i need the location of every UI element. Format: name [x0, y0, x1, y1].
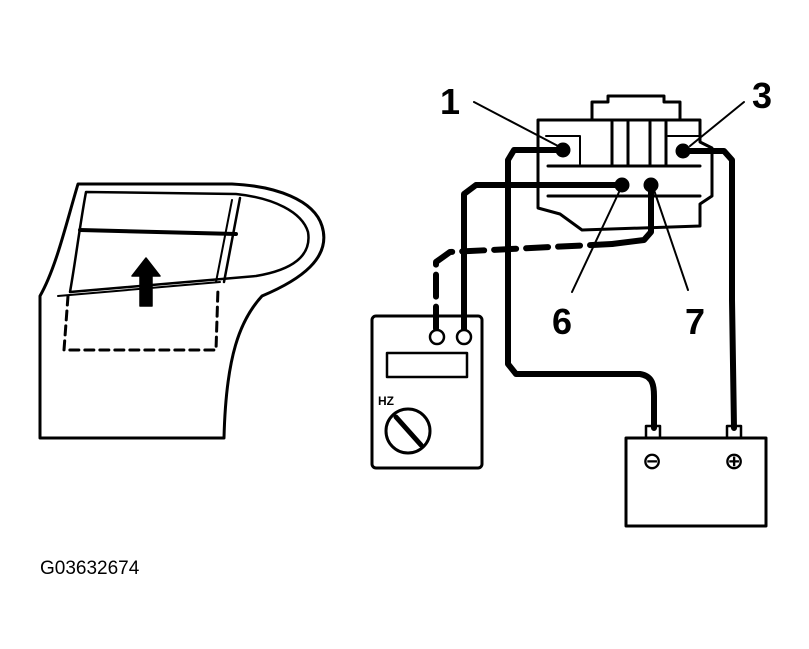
leader-3 — [689, 101, 745, 147]
meter-probe-jack-left — [428, 328, 446, 346]
rear-door — [38, 182, 326, 440]
battery-positive-post — [725, 424, 743, 440]
battery-negative-post — [644, 424, 662, 440]
leader-6 — [571, 189, 621, 293]
label-terminal-7: 7 — [685, 301, 705, 342]
wires — [433, 147, 737, 431]
wire-terminal-6-to-meter — [461, 182, 625, 333]
frequency-meter: HZ — [370, 314, 484, 470]
wire-terminal-1-to-battery-negative — [505, 147, 657, 431]
power-window-switch — [536, 94, 714, 232]
window-frame-inner — [68, 190, 310, 294]
meter-body — [370, 314, 484, 470]
switch-top-tab — [590, 94, 682, 122]
window-glass-top-edge — [78, 228, 238, 236]
window-glass-bottom-edge — [57, 281, 221, 297]
battery: ⊖ ⊕ — [624, 424, 768, 528]
meter-display — [385, 351, 469, 379]
battery-positive-symbol: ⊕ — [724, 448, 744, 475]
window-pillar — [222, 196, 242, 284]
door-outline — [38, 182, 326, 440]
leader-1 — [473, 101, 559, 147]
battery-negative-symbol: ⊖ — [642, 448, 662, 475]
wire-terminal-3-to-battery-positive — [680, 148, 737, 431]
terminal-labels: 1 3 6 7 — [440, 75, 772, 342]
window-pillar-inner — [215, 199, 233, 283]
figure-code: G03632674 — [40, 558, 140, 579]
meter-unit-label: HZ — [378, 394, 394, 408]
leader-lines — [473, 101, 745, 293]
label-terminal-3: 3 — [752, 75, 772, 116]
switch-clip-left — [610, 120, 630, 168]
wire-terminal-7-to-meter — [609, 182, 654, 247]
meter-probe-jack-right — [455, 328, 473, 346]
meter-dial-pointer — [393, 414, 424, 448]
glass-hidden-outline — [62, 286, 220, 352]
wire-terminal-7-hidden — [433, 241, 615, 333]
battery-case — [624, 436, 768, 528]
leader-7 — [653, 189, 689, 291]
switch-clip-right — [648, 120, 668, 168]
terminal-cavity-left — [545, 135, 581, 165]
meter-selector-dial — [384, 407, 432, 455]
up-arrow-icon — [131, 257, 161, 307]
label-terminal-1: 1 — [440, 81, 460, 122]
label-terminal-6: 6 — [552, 301, 572, 342]
switch-body — [536, 118, 714, 232]
